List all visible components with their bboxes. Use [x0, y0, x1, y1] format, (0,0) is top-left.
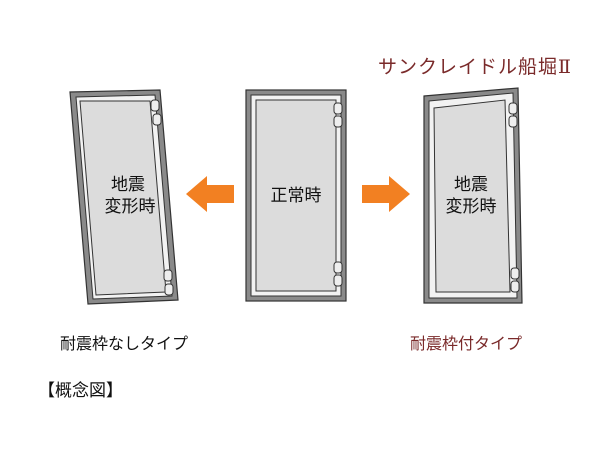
- hinge-icon: [510, 280, 520, 293]
- hinge-icon: [333, 261, 343, 274]
- caption-no-seismic-frame: 耐震枠なしタイプ: [60, 334, 189, 353]
- center-door-label: 正常時: [271, 186, 322, 206]
- right-deformed-door: 地震 変形時: [423, 87, 523, 304]
- brand-name: サンクレイドル船堀Ⅱ: [378, 56, 572, 78]
- hinge-icon: [333, 274, 343, 287]
- hinge-icon: [508, 102, 518, 115]
- hinge-icon: [164, 283, 174, 296]
- arrow-left-icon: [186, 176, 234, 212]
- hinge-icon: [508, 115, 518, 128]
- figure-note: 【概念図】: [38, 381, 123, 401]
- hinge-icon: [510, 267, 520, 280]
- hinge-icon: [152, 113, 162, 126]
- hinge-icon: [333, 115, 343, 128]
- hinge-icon: [150, 99, 160, 112]
- left-deformed-door: 地震 変形時: [69, 89, 179, 305]
- hinge-icon: [163, 269, 173, 282]
- left-door-label-2: 変形時: [105, 197, 156, 217]
- right-door-label-1: 地震: [454, 175, 488, 195]
- arrow-right-icon: [362, 176, 410, 212]
- caption-seismic-frame: 耐震枠付タイプ: [410, 334, 523, 353]
- left-door-label-1: 地震: [111, 175, 145, 195]
- center-normal-door: 正常時: [245, 89, 347, 302]
- hinge-icon: [333, 102, 343, 115]
- right-door-label-2: 変形時: [446, 197, 497, 217]
